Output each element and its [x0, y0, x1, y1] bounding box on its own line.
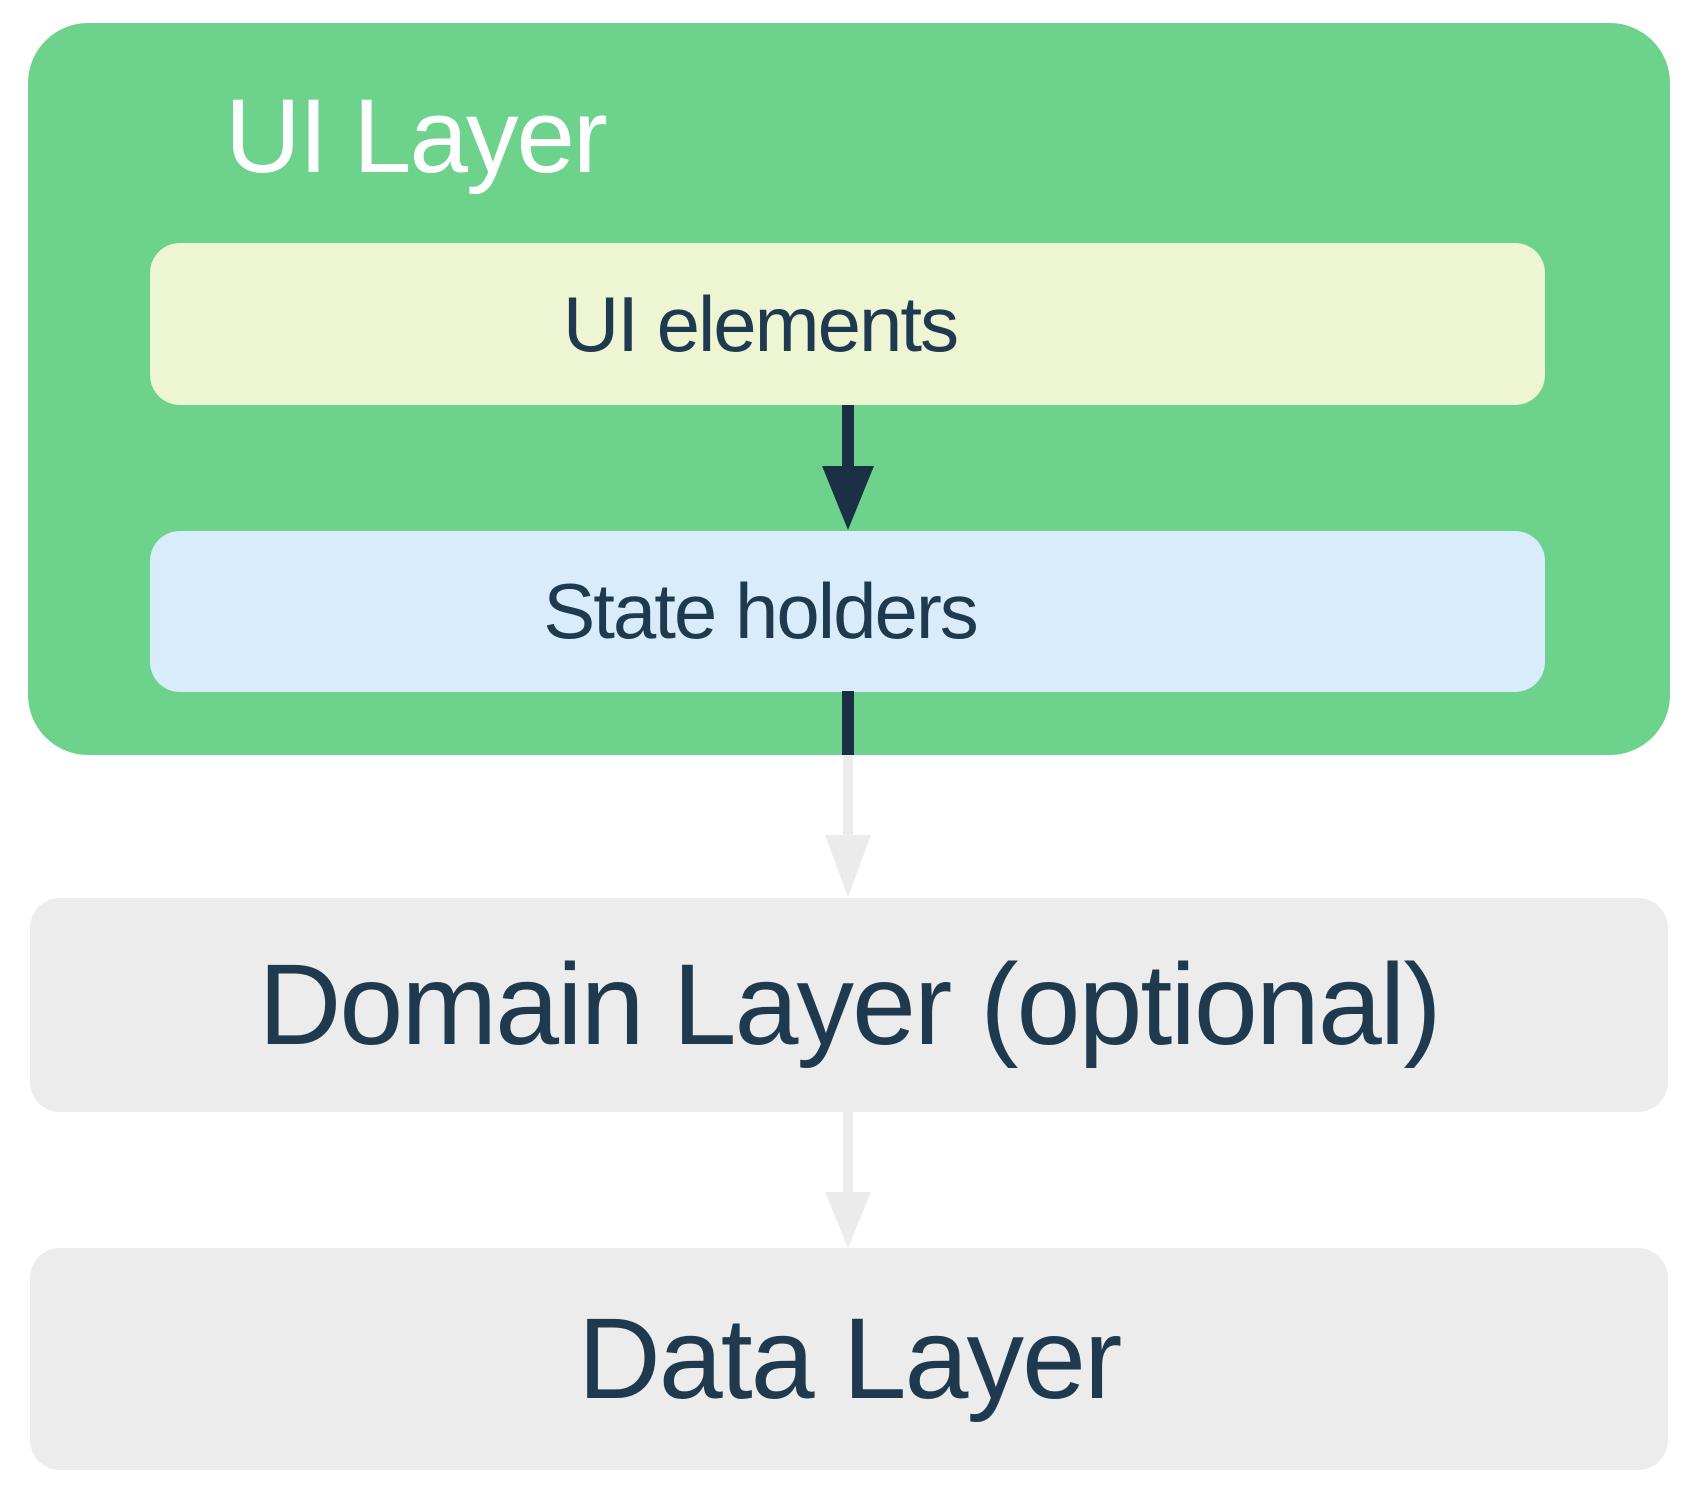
- arrow-down-icon-head: [825, 1192, 871, 1248]
- domain-layer-label: Domain Layer (optional): [258, 941, 1441, 1069]
- arrow-down-icon-shaft-dark: [842, 691, 854, 755]
- ui-elements-box: UI elements: [150, 243, 1545, 405]
- state-holders-label: State holders: [543, 567, 979, 655]
- arrow-down-icon-shaft: [843, 1112, 853, 1194]
- domain-layer-box: Domain Layer (optional): [30, 898, 1668, 1112]
- arrow-down-icon-head: [825, 835, 871, 897]
- data-layer-label: Data Layer: [577, 1295, 1123, 1423]
- ui-elements-label: UI elements: [562, 279, 959, 368]
- arrow-down-icon-shaft: [842, 405, 854, 467]
- state-holders-box: State holders: [150, 531, 1545, 692]
- ui-layer-title: UI Layer: [225, 78, 608, 195]
- arrow-down-icon-shaft-light: [843, 755, 853, 835]
- arrow-down-icon-head: [822, 466, 874, 530]
- data-layer-box: Data Layer: [30, 1248, 1668, 1470]
